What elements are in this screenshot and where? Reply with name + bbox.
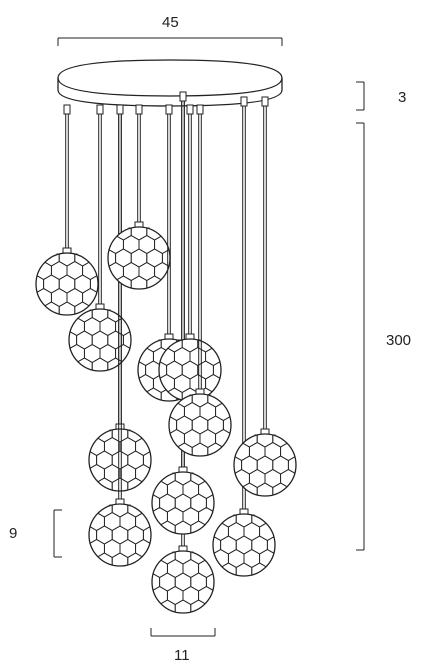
canopy-height-label: 3 [398,89,407,106]
overall-drop-dimension [356,122,365,551]
pendant-5 [69,104,217,321]
pendant-4 [50,104,198,598]
cord-connector [63,104,71,115]
pendant-1 [0,104,145,347]
canopy-width-dimension [57,37,283,46]
pendant-2 [30,104,178,403]
cord-connector [196,104,204,115]
cord-connector [261,96,269,107]
pendant-8 [113,91,261,566]
cord-connector [165,104,173,115]
cord-connector [186,104,194,115]
cord-connector [179,91,187,102]
pendant-12 [195,96,343,528]
cord-connector [240,96,248,107]
shade-height-dimension [53,509,62,558]
canopy-height-dimension [356,81,365,111]
cord-connector [135,104,143,115]
shade-height-label: 9 [9,525,18,542]
cord-connector [96,104,104,115]
pendant-group [0,91,343,645]
pendant-6 [99,104,247,433]
pendant-9 [120,104,268,433]
cord-connector [116,104,124,115]
ceiling-canopy [57,59,283,107]
overall-drop-label: 300 [386,332,412,349]
shade-width-dimension [150,628,216,637]
shade-width-label: 11 [174,647,190,664]
canopy-width-label: 45 [162,14,179,31]
pendant-10 [130,104,278,488]
